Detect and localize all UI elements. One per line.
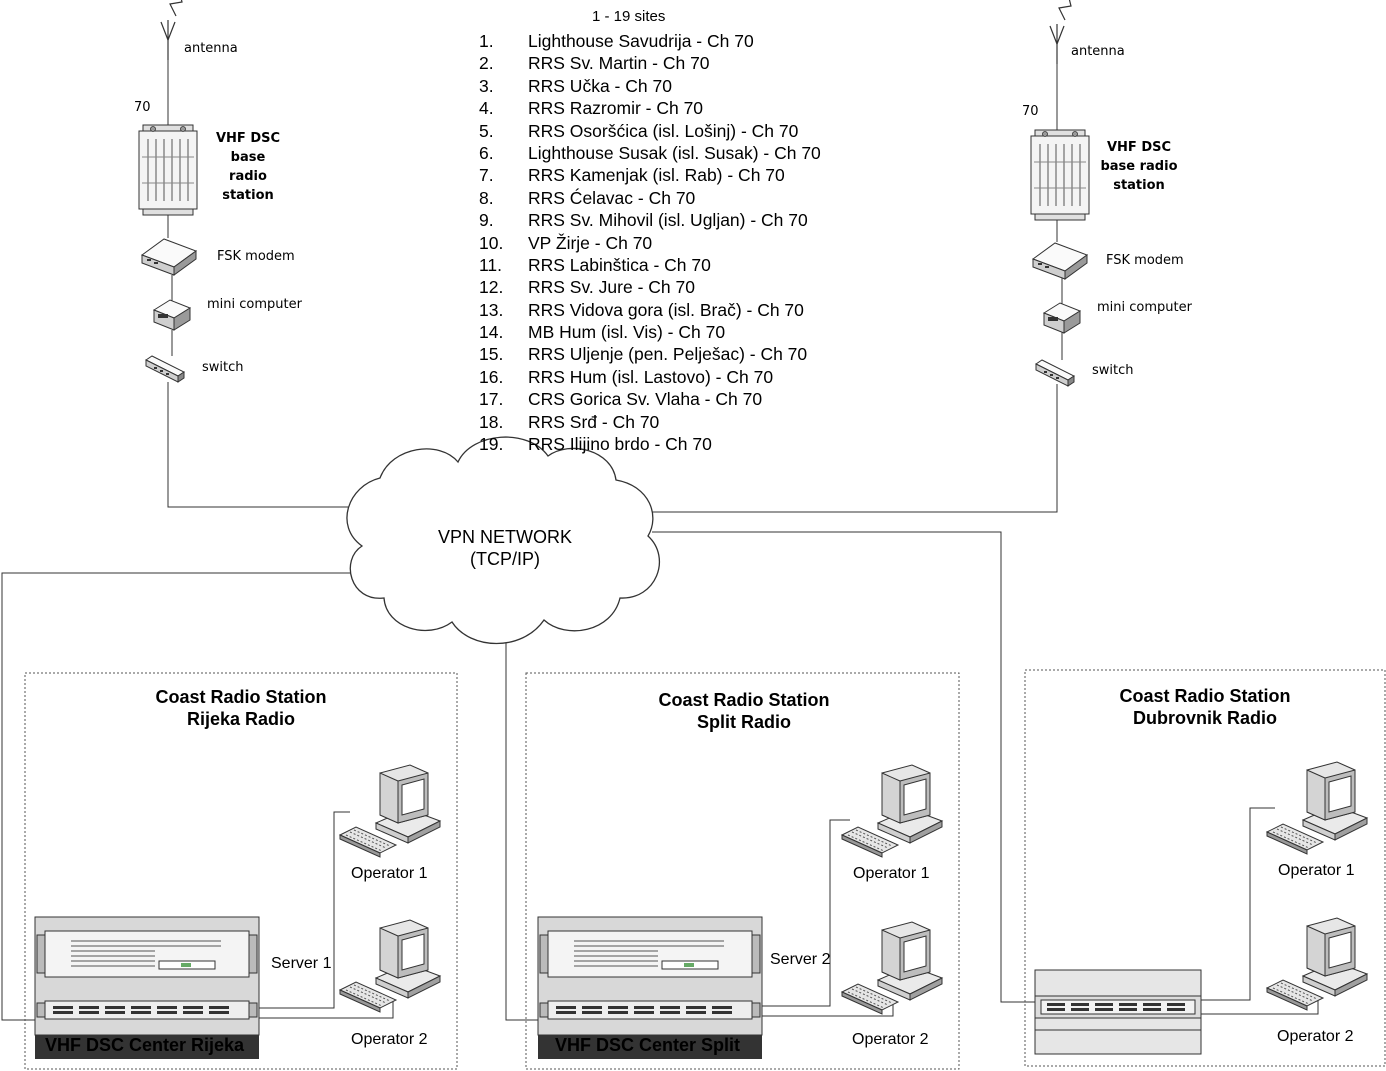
- operator-1-label: Operator 1: [351, 865, 428, 882]
- computer-label: mini computer: [207, 297, 302, 312]
- site-number: 10.: [479, 232, 504, 253]
- vhf-radio-station-icon: [1030, 129, 1090, 221]
- mini-computer-icon: [1043, 302, 1081, 334]
- site-name: RRS Sv. Jure - Ch 70: [528, 277, 695, 298]
- vpn-cloud: [346, 436, 660, 645]
- workstation-icon: [841, 764, 943, 858]
- operator-2-label: Operator 2: [1277, 1028, 1354, 1045]
- site-name: RRS Labinštica - Ch 70: [528, 254, 711, 275]
- site-name: VP Žirje - Ch 70: [528, 232, 653, 253]
- operator-2-label: Operator 2: [351, 1031, 428, 1048]
- station-title-split: Coast Radio Station Split Radio: [658, 690, 830, 732]
- computer-label: mini computer: [1097, 300, 1192, 315]
- fsk-modem-icon: [141, 238, 197, 276]
- site-number: 17.: [479, 389, 504, 410]
- site-number: 6.: [479, 142, 494, 163]
- mini-computer-icon: [153, 299, 191, 331]
- site-number: 13.: [479, 299, 504, 320]
- connection-lines: [1, 60, 1319, 1021]
- site-number: 2.: [479, 53, 494, 74]
- radio-station-label: VHF DSC base radio station: [1100, 140, 1178, 193]
- site-number: 8.: [479, 187, 494, 208]
- site-number: 11.: [479, 254, 503, 275]
- site-name: RRS Ćelavac - Ch 70: [528, 187, 696, 208]
- antenna-icon: [1049, 0, 1072, 65]
- vpn-network-label: VPN NETWORK (TCP/IP): [437, 527, 572, 569]
- site-name: RRS Kamenjak (isl. Rab) - Ch 70: [528, 165, 785, 186]
- site-number: 9.: [479, 210, 494, 231]
- site-name: Lighthouse Savudrija - Ch 70: [528, 31, 754, 51]
- site-name: RRS Vidova gora (isl. Brač) - Ch 70: [528, 299, 804, 320]
- site-name: RRS Sv. Mihovil (isl. Ugljan) - Ch 70: [528, 210, 808, 231]
- site-name: RRS Razromir - Ch 70: [528, 98, 704, 119]
- station-title-rijeka: Coast Radio Station Rijeka Radio: [155, 687, 327, 729]
- radio-station-label: VHF DSC base radio station: [215, 131, 281, 203]
- antenna-label: antenna: [1071, 44, 1125, 59]
- channel-label: 70: [1022, 104, 1039, 119]
- modem-label: FSK modem: [1106, 253, 1184, 268]
- site-number: 15.: [479, 344, 504, 365]
- station-box-dubrovnik: [1024, 669, 1386, 1067]
- site-number: 19.: [479, 434, 504, 455]
- server-label: Server 2: [770, 951, 831, 968]
- site-name: RRS Osoršćica (isl. Lošinj) - Ch 70: [528, 120, 799, 141]
- site-number: 4.: [479, 98, 494, 119]
- site-number: 16.: [479, 366, 504, 387]
- switch-icon: [1035, 359, 1075, 387]
- site-number: 12.: [479, 277, 504, 298]
- workstation-icon: [339, 764, 441, 858]
- switch-label: switch: [1092, 363, 1134, 378]
- antenna-label: antenna: [184, 41, 238, 56]
- workstation-icon: [841, 921, 943, 1015]
- station-title-dubrovnik: Coast Radio Station Dubrovnik Radio: [1119, 686, 1291, 728]
- site-name: CRS Gorica Sv. Vlaha - Ch 70: [528, 389, 763, 410]
- vhf-radio-station-icon: [138, 124, 198, 216]
- workstation-icon: [339, 919, 441, 1013]
- channel-label: 70: [134, 100, 151, 115]
- site-name: RRS Učka - Ch 70: [528, 75, 672, 96]
- switch-icon: [145, 355, 185, 383]
- patch-panel-rack-icon: [1034, 969, 1202, 1055]
- fsk-modem-icon: [1032, 242, 1088, 280]
- switch-label: switch: [202, 360, 244, 375]
- operator-1-label: Operator 1: [1278, 862, 1355, 879]
- site-name: RRS Hum (isl. Lastovo) - Ch 70: [528, 366, 774, 387]
- modem-label: FSK modem: [217, 249, 295, 264]
- operator-1-label: Operator 1: [853, 865, 930, 882]
- workstation-icon: [1266, 761, 1368, 855]
- site-name: Lighthouse Susak (isl. Susak) - Ch 70: [528, 142, 821, 163]
- site-name: RRS Srđ - Ch 70: [528, 411, 660, 432]
- sites-header: 1 - 19 sites: [592, 8, 666, 25]
- operator-2-label: Operator 2: [852, 1031, 929, 1048]
- site-number: 1.: [479, 31, 494, 51]
- site-name: MB Hum (isl. Vis) - Ch 70: [528, 322, 726, 343]
- center-label-split: VHF DSC Center Split: [555, 1035, 741, 1055]
- workstation-icon: [1266, 917, 1368, 1011]
- station-box-split: [525, 672, 960, 1070]
- site-number: 14.: [479, 322, 504, 343]
- station-box-rijeka: [24, 672, 458, 1070]
- site-number: 7.: [479, 165, 494, 186]
- antenna-icon: [160, 0, 183, 61]
- site-name: RRS Sv. Martin - Ch 70: [528, 53, 710, 74]
- site-name: RRS Uljenje (pen. Pelješac) - Ch 70: [528, 344, 808, 365]
- site-number: 3.: [479, 75, 494, 96]
- center-label-rijeka: VHF DSC Center Rijeka: [45, 1035, 245, 1055]
- site-number: 18.: [479, 411, 504, 432]
- server-label: Server 1: [271, 955, 332, 972]
- site-number: 5.: [479, 120, 494, 141]
- site-name: RRS Ilijino brdo - Ch 70: [528, 434, 712, 455]
